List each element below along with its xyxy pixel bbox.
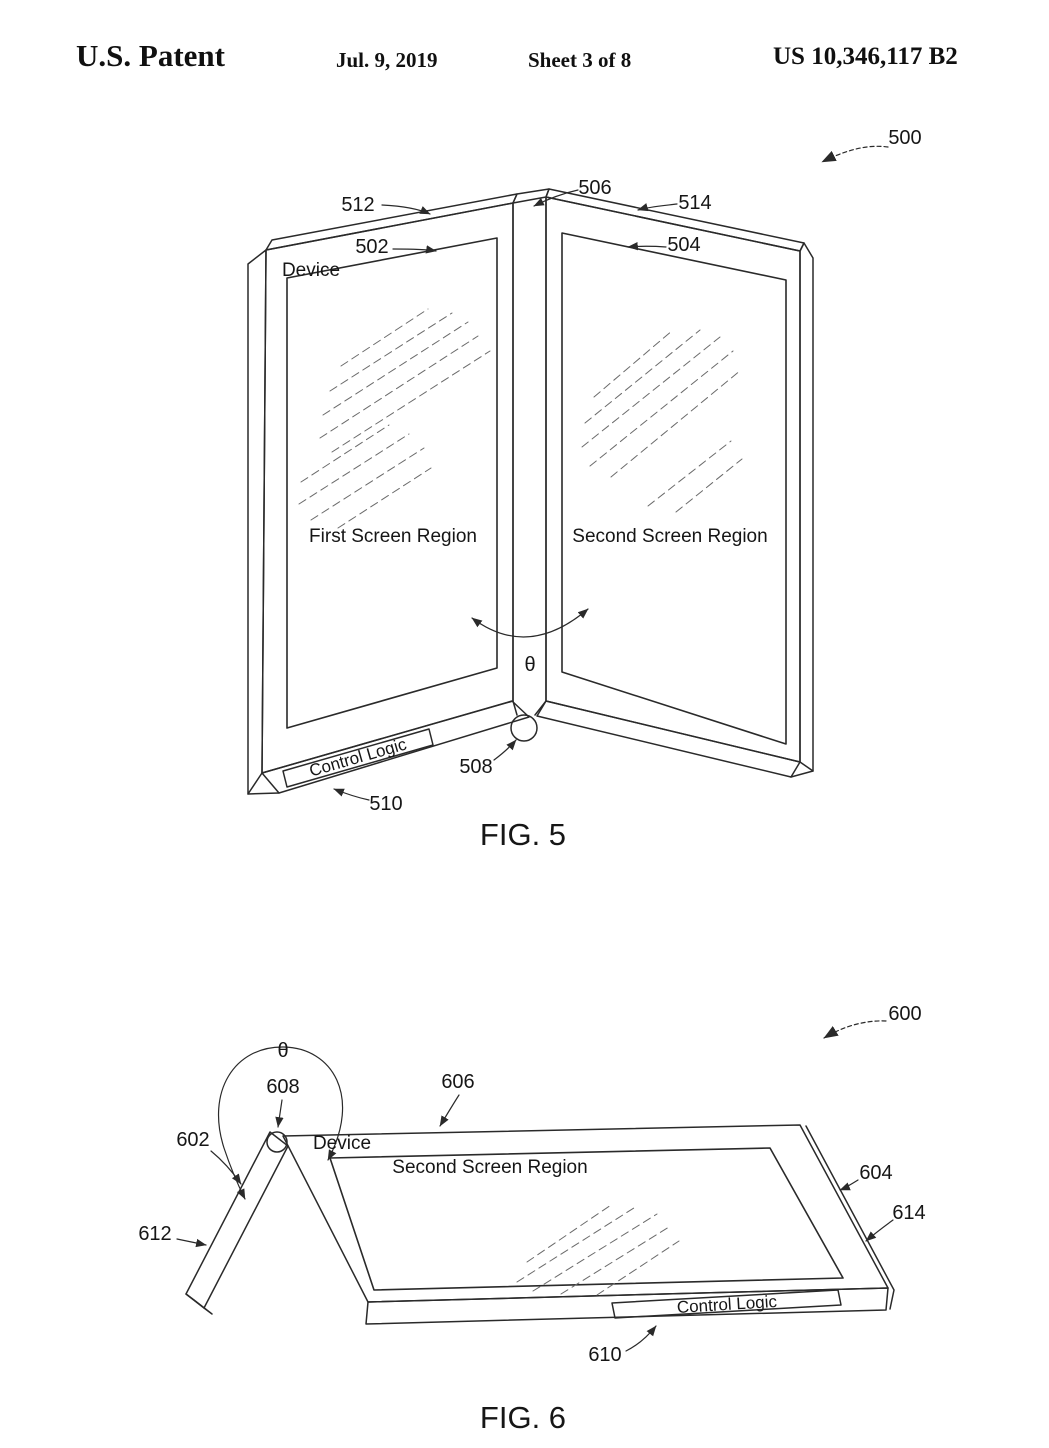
fig5-left-bottom-bevel xyxy=(261,700,530,794)
fig6-leader-614 xyxy=(865,1219,894,1242)
fig6-ref-614-label: 614 xyxy=(892,1202,925,1224)
patent-header-number: US 10,346,117 B2 xyxy=(773,43,958,70)
fig5-hinge-circle xyxy=(510,714,538,742)
fig6-panel-right-edge xyxy=(805,1125,895,1310)
fig5-device-label: Device xyxy=(282,260,340,281)
fig6-leader-600 xyxy=(823,1020,887,1039)
fig6-ref-600-label: 600 xyxy=(888,1003,921,1025)
fig5-right-bottom-edge xyxy=(790,770,814,778)
fig5-rotation-arc xyxy=(471,608,589,638)
patent-header-title: U.S. Patent xyxy=(76,38,225,73)
fig5-second-screen-outline xyxy=(561,232,787,745)
fig5-spine-right-edge xyxy=(534,196,547,716)
fig6-leader-612 xyxy=(176,1238,207,1248)
fig5-second-screen-label: Second Screen Region xyxy=(572,526,767,547)
fig5-first-screen-hatching xyxy=(298,308,491,529)
fig6-screen-hatching xyxy=(516,1204,680,1296)
fig5-second-screen-hatching xyxy=(581,329,743,513)
fig6-ref-610-label: 610 xyxy=(588,1344,621,1366)
fig5-leader-500 xyxy=(821,145,889,163)
fig5-left-panel-side-face xyxy=(247,249,267,795)
fig5-right-bottom-bevel xyxy=(536,700,801,778)
fig6-ref-606-label: 606 xyxy=(441,1071,474,1093)
fig5-spine-left-edge xyxy=(512,202,518,716)
fig5-theta-label: θ xyxy=(524,654,535,676)
fig6-ref-608-label: 608 xyxy=(266,1076,299,1098)
fig5-leader-510 xyxy=(333,788,370,801)
fig5-leader-502 xyxy=(392,245,437,254)
fig5-left-bottom-edge xyxy=(247,792,280,795)
fig5-leader-506 xyxy=(533,189,579,207)
fig6-ref-602-label: 602 xyxy=(176,1129,209,1151)
fig5-ref-514-label: 514 xyxy=(678,192,711,214)
fig6-folded-panel-bottom xyxy=(185,1293,213,1315)
fig6-theta-arc xyxy=(217,1046,344,1200)
fig6-leader-602 xyxy=(210,1150,242,1185)
patent-header-date: Jul. 9, 2019 xyxy=(336,48,438,72)
fig5-right-panel-face xyxy=(545,196,801,763)
fig6-second-screen-label: Second Screen Region xyxy=(392,1157,587,1178)
fig5-ref-500-label: 500 xyxy=(888,127,921,149)
patent-header-sheet: Sheet 3 of 8 xyxy=(528,48,632,72)
fig5-ref-506-label: 506 xyxy=(578,177,611,199)
fig6-leader-606 xyxy=(439,1094,460,1127)
fig5-left-panel-face xyxy=(261,202,514,774)
fig6-caption: FIG. 6 xyxy=(480,1400,566,1435)
fig5-leader-512 xyxy=(381,204,431,215)
fig6-second-screen-outline xyxy=(329,1147,844,1291)
fig5-control-logic-strip xyxy=(282,728,434,788)
fig5-ref-504-label: 504 xyxy=(667,234,700,256)
fig5-ref-502-label: 502 xyxy=(355,236,388,258)
fig6-folded-panel-face xyxy=(185,1131,289,1309)
fig5-leader-514 xyxy=(637,203,678,212)
fig6-drawing: 600 θ 608 606 602 Device Second Screen R… xyxy=(138,1003,925,1435)
fig6-panel-front-face xyxy=(365,1287,889,1325)
fig5-ref-508-label: 508 xyxy=(459,756,492,778)
fig5-right-panel-side-face xyxy=(799,242,814,772)
fig5-first-screen-outline xyxy=(286,237,498,729)
fig6-theta-label: θ xyxy=(277,1040,288,1062)
fig5-caption: FIG. 5 xyxy=(480,817,566,852)
fig6-leader-604 xyxy=(839,1179,859,1191)
fig6-control-logic-strip xyxy=(611,1289,842,1319)
fig5-first-screen-label: First Screen Region xyxy=(309,526,477,547)
fig5-ref-512-label: 512 xyxy=(341,194,374,216)
fig6-leader-608 xyxy=(275,1099,284,1128)
fig5-leader-504 xyxy=(627,242,667,251)
fig6-ref-604-label: 604 xyxy=(859,1162,892,1184)
fig6-leader-610 xyxy=(625,1325,657,1352)
fig5-leader-508 xyxy=(493,739,517,761)
fig6-ref-612-label: 612 xyxy=(138,1223,171,1245)
fig5-drawing: 500 512 506 514 502 504 Device First Scr… xyxy=(247,127,922,852)
fig6-device-label: Device xyxy=(313,1133,371,1154)
fig5-ref-510-label: 510 xyxy=(369,793,402,815)
